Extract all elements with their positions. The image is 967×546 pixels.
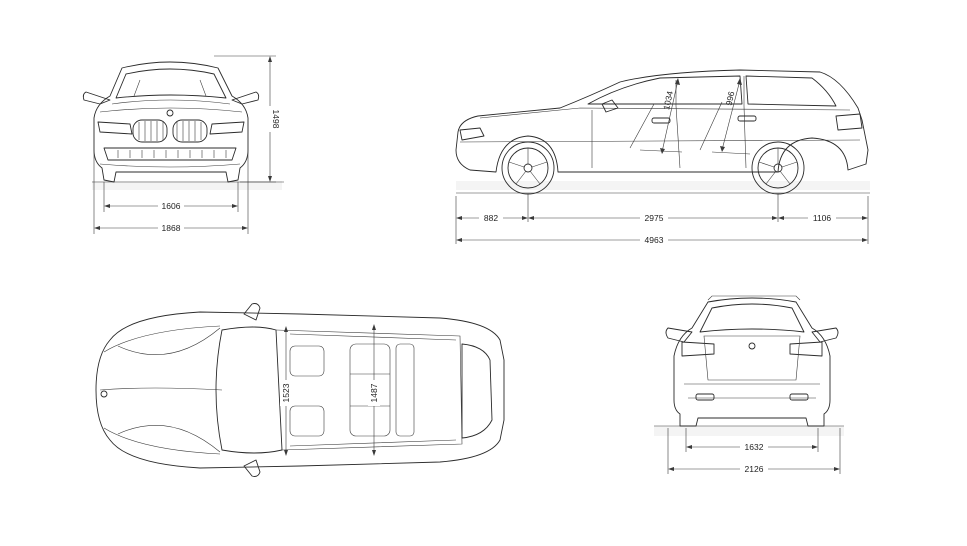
side-front-window bbox=[587, 75, 743, 105]
dim-front-track-label: 1606 bbox=[162, 201, 181, 211]
top-left-mirror bbox=[243, 303, 261, 321]
dim-rear-track: 1632 bbox=[686, 441, 818, 452]
dim-front-shoulder: 1523 bbox=[280, 326, 292, 456]
dim-length-label: 4963 bbox=[645, 235, 664, 245]
rear-body-outline bbox=[673, 297, 831, 427]
front-view-ground bbox=[92, 181, 282, 190]
side-taillight bbox=[835, 113, 863, 131]
rear-right-mirror bbox=[811, 327, 839, 343]
top-body-outline bbox=[95, 311, 505, 469]
front-left-headlight bbox=[97, 121, 133, 135]
top-right-mirror bbox=[243, 459, 261, 477]
dim-rear-headroom: 996 bbox=[720, 78, 742, 152]
dim-front-shoulder-label: 1523 bbox=[281, 383, 291, 402]
front-right-headlight bbox=[209, 121, 245, 135]
top-seats bbox=[289, 343, 415, 437]
front-view bbox=[82, 55, 284, 234]
dim-mirror-width: 2126 bbox=[668, 463, 840, 474]
side-view-ground bbox=[456, 181, 870, 190]
top-view bbox=[95, 303, 505, 477]
dim-front-overhang: 882 bbox=[456, 212, 528, 223]
top-rear-window bbox=[461, 343, 493, 439]
dim-front-width: 1868 bbox=[94, 222, 248, 233]
dim-front-headroom: 1034 bbox=[660, 78, 680, 154]
side-view bbox=[455, 69, 870, 244]
dim-front-headroom-label: 1034 bbox=[661, 90, 675, 111]
side-headlight bbox=[459, 127, 485, 141]
front-door-handle bbox=[651, 117, 671, 124]
side-body-outline bbox=[455, 69, 869, 173]
dim-wheelbase: 2975 bbox=[528, 212, 778, 223]
dim-front-track: 1606 bbox=[104, 200, 238, 211]
front-bumper-intake bbox=[103, 147, 237, 161]
front-right-mirror bbox=[231, 91, 260, 105]
rear-left-mirror bbox=[665, 327, 693, 343]
side-rear-window bbox=[745, 75, 837, 107]
rear-right-exhaust bbox=[789, 393, 809, 401]
side-mirror bbox=[601, 99, 619, 113]
dim-rear-overhang: 1106 bbox=[778, 212, 868, 223]
kidney-grille-left bbox=[132, 119, 168, 143]
dim-height: 1498 bbox=[264, 56, 281, 182]
rear-left-taillight bbox=[681, 341, 715, 357]
dim-height-label: 1498 bbox=[271, 110, 281, 129]
dim-rear-headroom-label: 996 bbox=[724, 90, 737, 106]
dim-rear-shoulder-label: 1487 bbox=[369, 383, 379, 402]
front-windshield bbox=[115, 68, 227, 99]
rear-right-taillight bbox=[789, 341, 823, 357]
rear-brand-logo bbox=[748, 342, 756, 350]
dim-mirror-width-label: 2126 bbox=[745, 464, 764, 474]
dim-rear-track-label: 1632 bbox=[745, 442, 764, 452]
front-brand-logo bbox=[166, 109, 174, 117]
rear-window bbox=[699, 303, 805, 333]
rear-door-handle bbox=[737, 115, 757, 122]
dim-length: 4963 bbox=[456, 234, 868, 245]
rear-left-exhaust bbox=[695, 393, 715, 401]
dim-wheelbase-label: 2975 bbox=[645, 213, 664, 223]
front-left-mirror bbox=[82, 91, 111, 105]
rear-view bbox=[654, 295, 844, 474]
top-brand-logo bbox=[100, 390, 108, 398]
kidney-grille-right bbox=[172, 119, 208, 143]
rear-view-ground bbox=[654, 426, 844, 436]
dim-front-width-label: 1868 bbox=[162, 223, 181, 233]
top-windshield bbox=[215, 326, 283, 454]
front-body-outline bbox=[93, 61, 249, 183]
dim-rear-overhang-label: 1106 bbox=[813, 213, 832, 223]
dim-front-overhang-label: 882 bbox=[484, 213, 498, 223]
dim-rear-shoulder: 1487 bbox=[368, 324, 380, 456]
